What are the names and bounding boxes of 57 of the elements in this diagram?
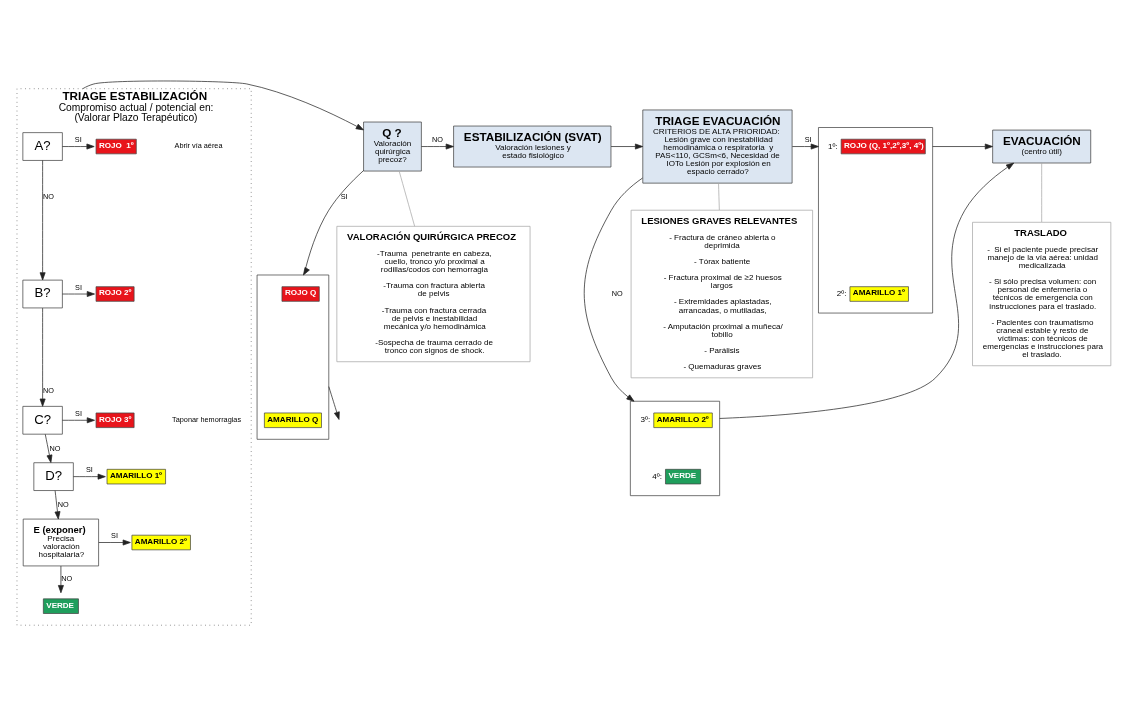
edge-label: NO bbox=[432, 134, 443, 144]
node-box: LESIONES GRAVES RELEVANTES - Fractura de cráneo abierta o deprimida - Tórax batiente - Fractura proximal de ≥2 huesos largos - Extremidades aplastadas, arrancadas, o mutiladas, - Amputación proximal a muñeca/ tobillo - Parálisis - Quemaduras graves bbox=[630, 209, 813, 378]
cluster bbox=[256, 274, 330, 440]
arrow bbox=[39, 159, 46, 280]
arrow bbox=[82, 80, 364, 130]
node-box: D? bbox=[33, 461, 74, 491]
node-box: Q ? Valoración quirúrgica precoz? bbox=[363, 121, 422, 171]
edge-label: SI bbox=[74, 134, 82, 144]
node-label: 1º: bbox=[827, 141, 838, 151]
edge-label: SI bbox=[75, 282, 82, 292]
arrow bbox=[421, 143, 454, 149]
arrow bbox=[62, 143, 95, 149]
arrow bbox=[73, 473, 106, 480]
node-label: 3º: bbox=[640, 414, 651, 424]
node-label: 4º: bbox=[652, 471, 662, 481]
node-box: B? bbox=[22, 279, 63, 308]
label: Abrir vía aérea bbox=[174, 140, 223, 150]
arrow bbox=[62, 290, 95, 297]
edge-label: SI bbox=[111, 530, 118, 540]
edge-label: NO bbox=[57, 499, 69, 509]
arrow bbox=[932, 143, 993, 149]
arrow bbox=[58, 565, 64, 593]
arrow bbox=[44, 433, 53, 463]
node-box: A? bbox=[22, 131, 63, 161]
arrow bbox=[610, 143, 644, 149]
node-box: E (exponer) Precisa valoración hospitalaria? bbox=[22, 518, 99, 566]
arrow bbox=[54, 489, 61, 519]
edge-label: NO bbox=[49, 443, 61, 453]
node-box: VALORACIÓN QUIRÚRGICA PRECOZ -Trauma penetrante en cabeza, cuello, tronco y/o proximal a rodillas/codos con hemorragia -Trauma con fractura abierta de pelvis -Trauma con fractura cerrada de pelvis e inestabilidad mecánica y/o hemodinámica -Sospecha de trauma cerrado de tronco con signos de shock. bbox=[336, 225, 531, 362]
edge-label: NO bbox=[611, 288, 623, 298]
edge-label: SI bbox=[804, 134, 812, 144]
connector bbox=[718, 182, 720, 210]
cluster bbox=[818, 126, 933, 313]
node-box: EVACUACIÓN (centro útil) bbox=[992, 129, 1092, 163]
node-label: 2º: bbox=[836, 288, 847, 298]
arrow bbox=[719, 162, 1015, 419]
edge-label: SI bbox=[75, 408, 82, 418]
edge-label: NO bbox=[42, 385, 54, 395]
cluster bbox=[630, 400, 720, 496]
node-box: TRASLADO - Si el paciente puede precisar manejo de la vía aérea: unidad medicalizada - Si sólo precisa volumen: con personal de enfermería o técnicos de emergencia con instrucciones para el traslado. - Pacientes con traumatismo craneal estable y resto de víctimas: con técnicos de emergencias e instrucciones para el traslado. bbox=[972, 221, 1112, 366]
arrow bbox=[39, 307, 46, 407]
label: Taponar hemorragias bbox=[172, 414, 242, 424]
connector bbox=[398, 170, 415, 227]
arrow bbox=[62, 416, 95, 423]
edge-label: NO bbox=[61, 573, 73, 583]
edge-label: SI bbox=[86, 464, 93, 474]
arrow bbox=[303, 169, 364, 275]
arrow bbox=[98, 539, 131, 545]
node-box: TRIAGE EVACUACIÓN CRITERIOS DE ALTA PRIORIDAD: Lesión grave con inestabilidad hemodinámica o respiratoria y PAS<110, GCSm<6, Necesidad de IOTo Lesión por explosión en espacio cerrado? bbox=[642, 109, 793, 183]
arrow bbox=[328, 385, 340, 420]
arrow bbox=[791, 143, 819, 149]
node-box: ESTABILIZACIÓN (SVAT) Valoración lesiones y estado fisiológico bbox=[453, 125, 612, 167]
node-box: C? bbox=[22, 405, 63, 435]
connector bbox=[1041, 162, 1043, 222]
edge-label: SI bbox=[340, 191, 348, 200]
arrow bbox=[583, 177, 643, 402]
edge-label: NO bbox=[42, 191, 54, 200]
